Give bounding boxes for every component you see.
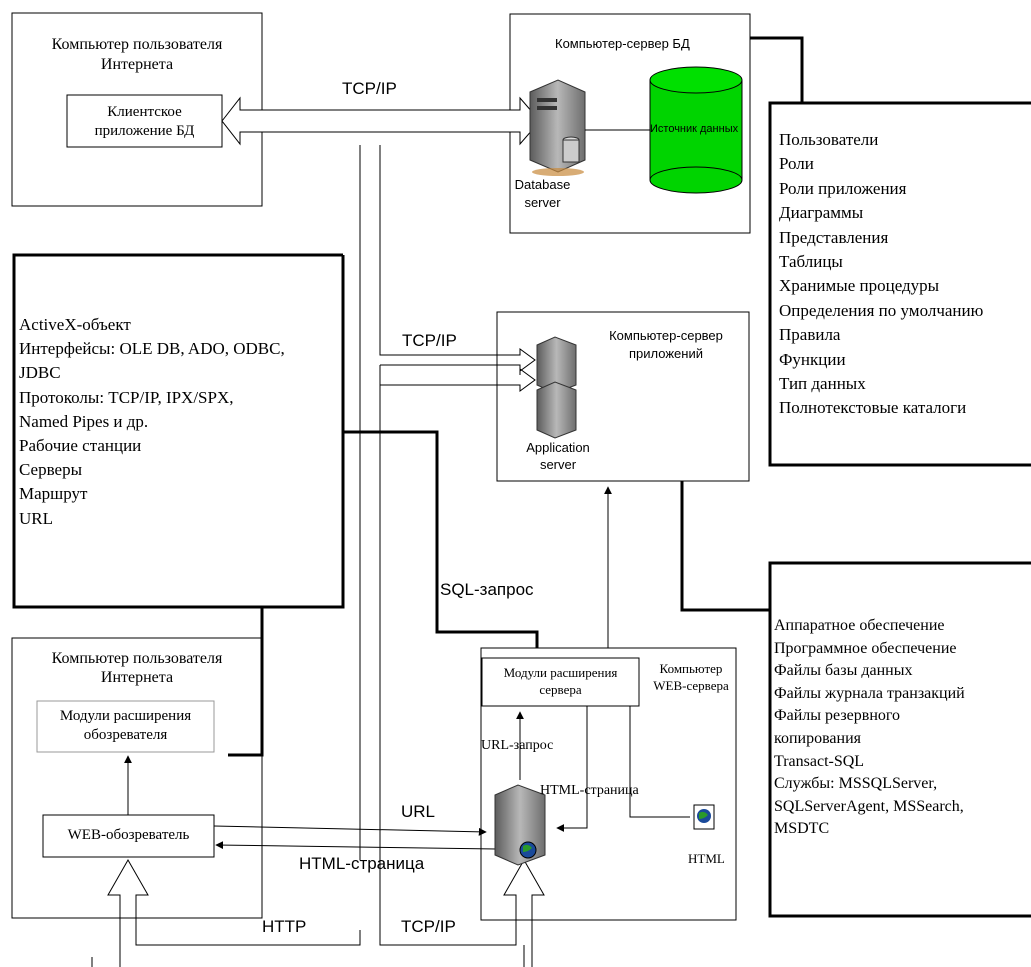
datasource-label: Источник данных xyxy=(650,123,739,135)
tcpip-mid-arrow-2 xyxy=(379,365,536,580)
activex-item: Маршрут xyxy=(19,484,88,504)
web-server-title: Компьютер WEB-сервера xyxy=(653,661,729,693)
html-page-inner-label: HTML-страница xyxy=(540,783,639,798)
db-objects-connector xyxy=(750,36,804,103)
db-object-item: Полнотекстовые каталоги xyxy=(779,398,967,418)
activex-item: JDBC xyxy=(19,363,61,383)
tcpip-double-arrow xyxy=(221,96,541,146)
client-pc-bottom-box xyxy=(11,637,263,919)
html-document-icon xyxy=(693,804,715,830)
http-label: HTTP xyxy=(262,917,307,936)
activex-item: Интерфейсы: OLE DB, ADO, ODBC, xyxy=(19,339,285,359)
browser-ext-box xyxy=(36,700,215,753)
db-object-item: Роли xyxy=(779,154,814,174)
db-object-item: Пользователи xyxy=(779,130,879,149)
server-items-list: Аппаратное обеспечение Программное обесп… xyxy=(774,615,965,841)
app-server-title: Компьютер-сервер приложений xyxy=(609,328,723,361)
tcpip-top-label: TCP/IP xyxy=(342,79,397,98)
db-objects-bracket xyxy=(768,101,1031,467)
activex-item: Протоколы: TCP/IP, IPX/SPX, xyxy=(19,387,234,407)
app-server-label: Application server xyxy=(526,440,590,472)
server-item: SQLServerAgent, MSSearch, xyxy=(774,797,964,815)
server-ext-label: Модули расширения сервера xyxy=(503,665,618,697)
activex-item: Рабочие станции xyxy=(19,436,142,456)
server-item: MSDTC xyxy=(774,820,830,838)
db-object-item: Таблицы xyxy=(779,252,843,272)
server-item: Transact-SQL xyxy=(774,752,865,770)
db-object-item: Функции xyxy=(779,349,846,369)
browser-label: WEB-обозреватель xyxy=(67,827,190,843)
url-request-label: URL-запрос xyxy=(481,738,554,753)
html-page-label: HTML-страница xyxy=(299,854,425,873)
browser-ext-label: Модули расширения обозревателя xyxy=(59,708,192,743)
http-arrow xyxy=(107,858,361,967)
server-item: копирования xyxy=(774,729,862,747)
db-objects-list: Пользователи Роли Роли приложения Диагра… xyxy=(779,128,983,421)
db-server-title: Компьютер-сервер БД xyxy=(555,36,690,51)
activex-item: Серверы xyxy=(19,460,82,480)
datasource-cylinder xyxy=(649,66,743,194)
app-server-icon xyxy=(536,336,577,439)
db-object-item: Роли приложения xyxy=(779,178,907,198)
html-label: HTML xyxy=(688,851,725,866)
server-item: Файлы базы данных xyxy=(774,662,913,680)
db-server-label: Database server xyxy=(514,177,571,210)
db-server-icon xyxy=(529,79,586,176)
client-app-label: Клиентское приложение БД xyxy=(94,104,195,139)
tcpip-bottom-arrow xyxy=(379,580,545,967)
server-item: Файлы резервного xyxy=(774,707,901,725)
tcpip-mid-label: TCP/IP xyxy=(402,331,457,350)
activex-item: ActiveX-объект xyxy=(19,315,131,334)
sql-request-line xyxy=(343,430,539,648)
db-object-item: Диаграммы xyxy=(779,203,864,223)
server-ext-box xyxy=(481,657,640,707)
web-server-icon xyxy=(494,784,546,866)
activex-item: URL xyxy=(19,508,53,528)
app-server-box xyxy=(496,311,750,482)
db-object-item: Правила xyxy=(779,325,841,345)
activex-list: ActiveX-объект Интерфейсы: OLE DB, ADO, … xyxy=(19,313,285,531)
db-object-item: Определения по умолчанию xyxy=(779,300,984,320)
server-item: Файлы журнала транзакций xyxy=(774,684,965,702)
sql-request-label: SQL-запрос xyxy=(440,580,534,599)
client-pc-top-title: Компьютер пользователя Интернета xyxy=(51,36,223,73)
server-items-connector xyxy=(680,481,770,612)
db-object-item: Представления xyxy=(779,227,889,247)
db-object-item: Хранимые процедуры xyxy=(779,276,940,296)
server-item: Программное обеспечение xyxy=(774,639,957,657)
activex-item: Named Pipes и др. xyxy=(19,411,149,431)
tcpip-bottom-label: TCP/IP xyxy=(401,917,456,936)
tcpip-mid-arrow-1 xyxy=(379,345,536,372)
activex-to-client-line xyxy=(228,607,264,757)
client-pc-bottom-title: Компьютер пользователя Интернета xyxy=(51,650,223,686)
server-item: Службы: MSSQLServer, xyxy=(774,775,938,793)
url-label: URL xyxy=(401,802,436,821)
db-object-item: Тип данных xyxy=(779,374,866,394)
activex-box xyxy=(12,253,345,609)
server-items-bracket xyxy=(768,561,1031,918)
server-item: Аппаратное обеспечение xyxy=(774,617,945,634)
